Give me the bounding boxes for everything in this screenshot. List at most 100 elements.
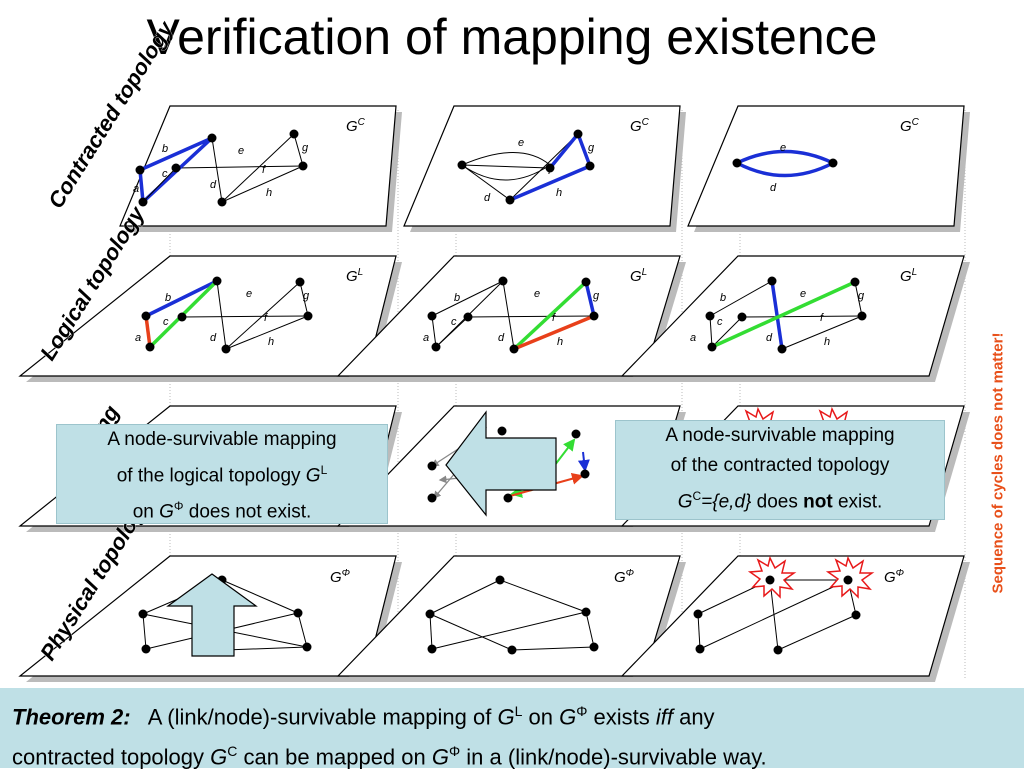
graph-label-gphi: GΦ: [330, 568, 350, 586]
callout-symbol-sup: C: [692, 489, 702, 503]
side-note: Sequence of cycles does not matter!: [968, 288, 1024, 638]
theorem-iff: iff: [655, 704, 673, 730]
svg-text:g: g: [588, 142, 595, 154]
graph-label-gphi: GΦ: [884, 568, 904, 586]
theorem-text: A (link/node)-survivable mapping of: [147, 704, 498, 730]
callout-emphasis: not: [803, 491, 833, 513]
callout-symbol: G: [305, 465, 321, 487]
graph-labels: GC GC GC GL GL GL GΦ GΦ GΦ: [330, 117, 920, 586]
callout-symbol: G: [159, 501, 174, 523]
svg-text:d: d: [498, 332, 505, 344]
theorem-line-2: contracted topology GC can be mapped on …: [12, 734, 1012, 774]
svg-text:f: f: [820, 312, 824, 324]
logical-graph-3: [709, 280, 863, 350]
theorem-text: on: [522, 704, 560, 730]
logical-graph-1-edge-labels: b c a d e f g h: [135, 288, 310, 348]
theorem-symbol-sup: L: [514, 703, 523, 719]
theorem-symbol-sup: Φ: [449, 743, 461, 760]
mapping-graph-2-nodes: [427, 426, 590, 503]
svg-text:b: b: [165, 292, 171, 304]
callout-contracted-mapping: A node-survivable mapping of the contrac…: [615, 420, 945, 520]
callout-line: of the logical topology GL: [57, 455, 387, 491]
page-title: Verification of mapping existence: [146, 9, 878, 65]
svg-text:a: a: [133, 183, 139, 195]
callout-symbol-sup: L: [320, 463, 328, 477]
callout-text: does not exist.: [183, 501, 312, 523]
svg-text:b: b: [454, 292, 460, 304]
contracted-graph-2-nodes: [457, 129, 595, 205]
contracted-graph-3-edge-labels: e d: [770, 142, 786, 194]
contracted-graph-1-nodes: [135, 129, 308, 207]
graph-label-gl: GL: [346, 267, 363, 285]
callout-line: A node-survivable mapping: [665, 425, 895, 446]
logical-graph-1-nodes: [141, 276, 313, 354]
svg-text:a: a: [690, 332, 696, 344]
theorem-symbol-sup: Φ: [576, 703, 588, 719]
contracted-graph-1-edge-labels: b c a d e f g h: [133, 142, 309, 199]
callout-symbol: G: [677, 491, 693, 513]
callout-logical-mapping: A node-survivable mapping of the logical…: [56, 424, 388, 524]
theorem-text: exists: [587, 704, 656, 730]
svg-text:f: f: [552, 312, 556, 324]
contracted-graph-3-nodes: [732, 158, 838, 168]
theorem-symbol: G: [431, 744, 449, 770]
callout-line: on GΦ does not exist.: [57, 491, 387, 527]
svg-text:g: g: [302, 142, 309, 154]
callout-text: of the logical topology: [116, 465, 306, 487]
svg-text:f: f: [262, 164, 266, 176]
svg-text:e: e: [238, 145, 244, 157]
svg-text:d: d: [766, 332, 773, 344]
logical-graph-3-edge-labels: b c a d e f g h: [690, 288, 865, 348]
svg-text:e: e: [246, 288, 252, 300]
contracted-graph-2-edge-labels: e g f h d: [484, 137, 595, 204]
svg-text:e: e: [518, 137, 524, 149]
svg-text:c: c: [451, 316, 457, 328]
callout-text: exist.: [832, 491, 883, 513]
theorem-text: any: [672, 704, 715, 730]
svg-text:b: b: [162, 143, 168, 155]
svg-text:g: g: [858, 290, 865, 302]
plane-row-physical: [18, 555, 970, 682]
callout-set: ={e,d}: [701, 491, 752, 513]
callout-text: on: [132, 501, 160, 523]
graph-label-gc: GC: [630, 117, 650, 135]
svg-text:h: h: [557, 336, 563, 348]
callout-line: of the contracted topology: [670, 455, 890, 476]
arrow-left-shape: [445, 410, 557, 517]
physical-graph-3-nodes: [693, 575, 861, 655]
callout-line: A node-survivable mapping: [107, 429, 337, 450]
graph-label-gc: GC: [900, 117, 920, 135]
callout-symbol-sup: Φ: [173, 499, 184, 514]
graph-label-gl: GL: [630, 267, 647, 285]
graph-label-gc: GC: [346, 117, 366, 135]
logical-graph-2-nodes: [427, 276, 599, 354]
contracted-graph-2: [461, 130, 593, 202]
logical-graph-2-edge-labels: b c a d e f g h: [423, 288, 600, 348]
side-note-text: Sequence of cycles does not matter!: [989, 332, 1007, 594]
svg-text:b: b: [720, 292, 726, 304]
physical-graph-2-nodes: [425, 575, 599, 655]
contracted-graph-3: [736, 149, 834, 178]
theorem-symbol: G: [559, 704, 577, 730]
svg-text:f: f: [264, 312, 268, 324]
svg-text:h: h: [268, 336, 274, 348]
svg-text:e: e: [780, 142, 786, 154]
theorem-text: can be mapped on: [237, 744, 432, 770]
svg-text:e: e: [534, 288, 540, 300]
theorem-line-1: Theorem 2: A (link/node)-survivable mapp…: [12, 694, 1012, 734]
svg-text:g: g: [303, 290, 310, 302]
theorem-symbol-sup: C: [227, 743, 238, 760]
svg-text:h: h: [266, 187, 272, 199]
svg-text:a: a: [135, 332, 141, 344]
svg-text:g: g: [593, 290, 600, 302]
svg-text:d: d: [484, 192, 491, 204]
logical-graph-3-nodes: [705, 276, 867, 354]
graph-label-gl: GL: [900, 267, 917, 285]
svg-text:d: d: [210, 179, 217, 191]
theorem-box: Theorem 2: A (link/node)-survivable mapp…: [0, 688, 1024, 770]
svg-text:e: e: [800, 288, 806, 300]
svg-text:h: h: [556, 187, 562, 199]
svg-text:a: a: [423, 332, 429, 344]
svg-text:c: c: [163, 316, 169, 328]
